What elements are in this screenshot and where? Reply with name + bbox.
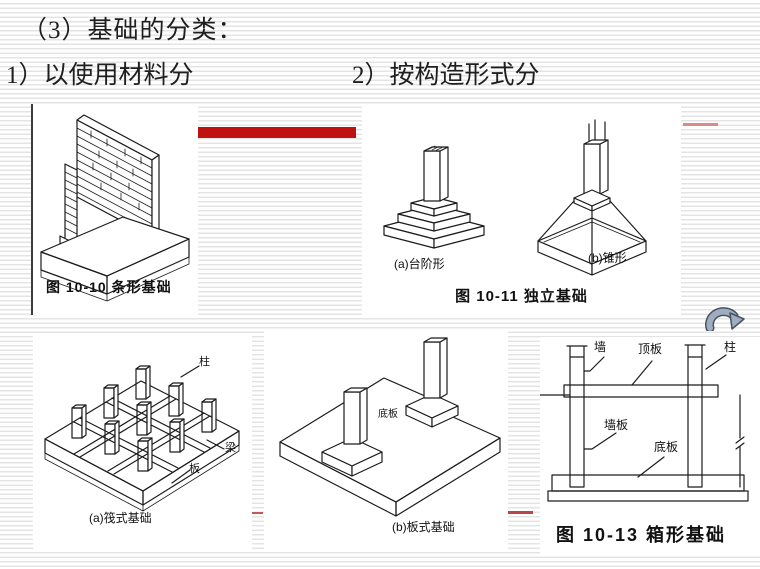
independent-foundation-drawing <box>383 119 647 276</box>
conical-type-caption: (b)锥形 <box>588 251 627 265</box>
thin-red-line <box>683 123 718 126</box>
raft-column-label: 柱 <box>199 356 210 368</box>
raft-slab-label: 板 <box>189 463 200 475</box>
box-foundation-caption: 图 10-13 箱形基础 <box>556 525 727 545</box>
box-wall-label: 墙 <box>594 340 607 354</box>
box-column-label: 柱 <box>724 340 737 354</box>
plate-foundation-drawing <box>279 337 501 517</box>
raft-beam-label: 梁 <box>225 442 236 454</box>
strip-foundation-caption: 图 10-10 条形基础 <box>46 279 172 295</box>
figure-box-foundation: 墙 顶板 柱 墙板 底板 图 10-13 箱形基础 <box>540 337 760 556</box>
red-accent-bar <box>198 127 356 138</box>
figure-plate-foundation: 底板 (b)板式基础 <box>264 330 508 551</box>
box-foundation-drawing <box>540 344 749 502</box>
list-item-form: 2）按构造形式分 <box>352 62 540 89</box>
box-bottom-plate-label: 底板 <box>654 440 679 454</box>
plate-bottom-label: 底板 <box>378 409 398 420</box>
figure-strip-foundation: 图 10-10 条形基础 <box>31 104 198 315</box>
independent-foundation-caption: 图 10-11 独立基础 <box>455 288 588 305</box>
slide-heading: （3）基础的分类： <box>22 17 244 44</box>
red-dash-wide <box>508 511 533 514</box>
strip-foundation-drawing <box>40 114 190 302</box>
figure-raft-foundation: 柱 梁 板 (a)筏式基础 <box>33 333 252 551</box>
list-item-material: 1）以使用材料分 <box>6 62 194 89</box>
red-dash-small <box>252 512 263 514</box>
stepped-type-caption: (a)台阶形 <box>394 257 445 271</box>
raft-foundation-caption: (a)筏式基础 <box>89 511 152 525</box>
box-wall-plate-label: 墙板 <box>604 418 629 432</box>
figure-independent-foundation: (a)台阶形 (b)锥形 图 10-11 独立基础 <box>362 104 681 316</box>
plate-foundation-caption: (b)板式基础 <box>392 520 455 534</box>
box-top-plate-label: 顶板 <box>638 342 663 356</box>
return-arrow-icon[interactable] <box>703 305 745 331</box>
raft-foundation-drawing <box>44 365 240 512</box>
